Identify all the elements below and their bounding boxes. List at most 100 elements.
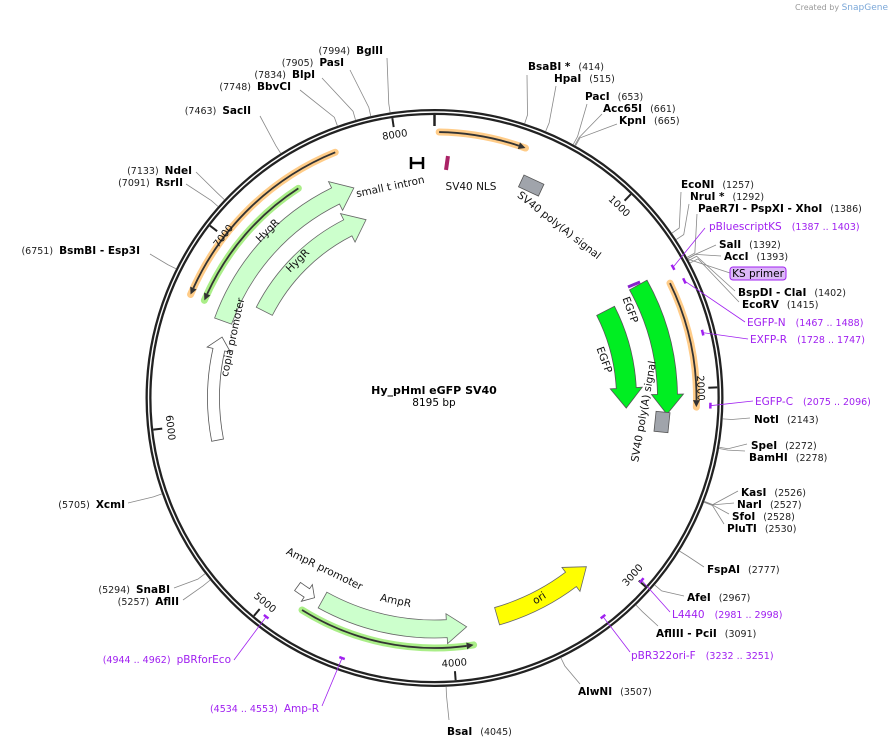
hygr-arrow-outer[interactable] (214, 180, 355, 325)
enzyme-leader-line (321, 77, 356, 121)
enzyme-site[interactable]: AccI(1393) (724, 251, 788, 263)
primer-name: Amp-R (284, 703, 319, 715)
enzyme-position: (7834) (254, 70, 286, 81)
enzyme-site[interactable]: Acc65I(661) (603, 103, 676, 115)
enzyme-position: (1257) (722, 180, 754, 191)
hygr-arrow-inner[interactable] (255, 212, 367, 316)
primer-site[interactable]: EGFP-C(2075 .. 2096) (755, 396, 871, 408)
small-t-intron-mark[interactable] (409, 157, 425, 169)
orange-feature-left[interactable] (187, 148, 339, 298)
enzyme-name: FspAI (707, 564, 740, 576)
enzyme-site[interactable]: (7834)BlpI (254, 69, 315, 81)
primer-leader-line (641, 580, 671, 613)
enzyme-site[interactable]: (7463)SacII (185, 105, 251, 117)
primer-site[interactable]: pBluescriptKS(1387 .. 1403) (709, 221, 860, 233)
enzyme-site[interactable]: (5705)XcmI (58, 499, 125, 511)
enzyme-site[interactable]: BamHI(2278) (749, 452, 827, 464)
enzyme-site[interactable]: BspDI - ClaI (1402) (738, 287, 846, 299)
enzyme-leader-line (574, 113, 603, 146)
hygr-cds-line[interactable] (200, 184, 302, 304)
enzyme-leader-line (704, 501, 730, 515)
sv40-polya-box-right[interactable] (653, 410, 671, 434)
enzyme-site[interactable]: NotI(2143) (754, 414, 819, 426)
ampr-promoter-arrow[interactable] (294, 581, 315, 602)
enzyme-site[interactable]: SalI(1392) (719, 239, 781, 251)
enzyme-site[interactable]: (7091)RsrII (118, 177, 183, 189)
enzyme-site[interactable]: AfeI(2967) (687, 592, 750, 604)
enzyme-leader-line (703, 501, 725, 525)
sv40-ori-arc[interactable] (435, 128, 529, 152)
enzyme-position: (6751) (21, 246, 53, 257)
enzyme-site[interactable]: (5294)SnaBI (98, 584, 170, 596)
enzyme-site[interactable]: BsaBI *(414) (528, 61, 604, 73)
enzyme-site[interactable]: FspAI (2777) (707, 564, 780, 576)
sv40-nls-mark[interactable] (444, 155, 450, 171)
enzyme-site[interactable]: NruI *(1292) (690, 191, 764, 203)
primer-mark (682, 277, 687, 284)
enzyme-site[interactable]: (6751)BsmBI - Esp3I (21, 245, 140, 257)
ori-arrow[interactable] (494, 566, 587, 626)
primer-range: (4944 .. 4962) (103, 655, 171, 666)
primer-site[interactable]: (4534 .. 4553)Amp-R (210, 703, 319, 715)
primer-site[interactable]: L4440(2981 .. 2998) (672, 609, 782, 621)
enzyme-position: (5257) (118, 597, 150, 608)
enzyme-name: KasI (741, 487, 766, 499)
enzyme-leader-line (524, 74, 528, 124)
enzyme-name: SalI (719, 239, 741, 251)
enzyme-position: (1402) (814, 288, 846, 299)
orange-feature-right[interactable] (666, 279, 700, 411)
enzyme-site[interactable]: (7905)PasI (282, 57, 344, 69)
copia-promoter-arrow[interactable] (206, 336, 232, 442)
primer-name: EXFP-R (750, 334, 787, 346)
enzyme-position: (1393) (756, 252, 788, 263)
enzyme-leader-line (560, 657, 581, 685)
enzyme-site[interactable]: BsaI(4045) (447, 726, 512, 738)
enzyme-site[interactable]: PluTI(2530) (727, 523, 796, 535)
sv40-polya-box-top[interactable] (517, 174, 545, 197)
enzyme-leader-line (671, 191, 682, 234)
enzyme-name: NruI * (690, 191, 725, 203)
enzyme-position: (661) (650, 104, 676, 115)
enzyme-site[interactable]: EcoNI (1257) (681, 179, 754, 191)
enzyme-site[interactable]: AlwNI(3507) (578, 686, 652, 698)
enzyme-site[interactable]: (5257)AflII (118, 596, 179, 608)
ampr-cds-line[interactable] (298, 606, 478, 652)
enzyme-position: (665) (654, 116, 680, 127)
feature-label-ampr: AmpR (379, 592, 412, 610)
enzyme-leader-line (259, 115, 282, 154)
enzyme-site[interactable]: HpaI(515) (554, 73, 615, 85)
enzyme-site[interactable]: SpeI(2272) (751, 440, 817, 452)
enzyme-leader-line (654, 584, 685, 597)
enzyme-position: (5705) (58, 500, 90, 511)
primer-site[interactable]: (4944 .. 4962)pBRforEco (103, 654, 231, 666)
enzyme-name: SnaBI (136, 584, 170, 596)
primer-site[interactable]: EGFP-N(1467 .. 1488) (747, 317, 863, 329)
enzyme-name: SfoI (732, 511, 755, 523)
enzyme-site[interactable]: PaeR7I - PspXI - XhoI(1386) (698, 203, 862, 215)
enzyme-site[interactable]: (7133)NdeI (127, 165, 192, 177)
primer-site[interactable]: pBR322ori-F(3232 .. 3251) (631, 650, 774, 662)
enzyme-site[interactable]: KasI (2526) (741, 487, 806, 499)
enzyme-position: (2777) (748, 565, 780, 576)
enzyme-site[interactable]: NarI(2527) (737, 499, 802, 511)
enzyme-site[interactable]: EcoRV(1415) (742, 299, 818, 311)
ks-primer-box[interactable] (729, 266, 787, 281)
enzyme-name: BspDI - ClaI (738, 287, 806, 299)
enzyme-site[interactable]: KpnI(665) (619, 115, 680, 127)
enzyme-site[interactable]: (7748)BbvCI (219, 81, 291, 93)
enzyme-leader-line (572, 103, 588, 145)
primer-site[interactable]: EXFP-R(1728 .. 1747) (750, 334, 865, 346)
egfp-arrow-inner[interactable] (596, 305, 644, 409)
ampr-arrow[interactable] (317, 591, 468, 645)
enzyme-site[interactable]: PacI(653) (585, 91, 643, 103)
enzyme-name: BbvCI (257, 81, 291, 93)
enzyme-site[interactable]: AflIII - PciI(3091) (656, 628, 756, 640)
primer-leader-line (702, 332, 749, 340)
enzyme-site[interactable]: SfoI(2528) (732, 511, 795, 523)
enzyme-name: EcoNI (681, 179, 714, 191)
enzyme-site[interactable]: (7994)BglII (318, 45, 383, 57)
enzyme-name: SpeI (751, 440, 777, 452)
feature-label-ampr-promoter: AmpR promoter (284, 546, 365, 594)
enzyme-position: (2526) (774, 488, 806, 499)
